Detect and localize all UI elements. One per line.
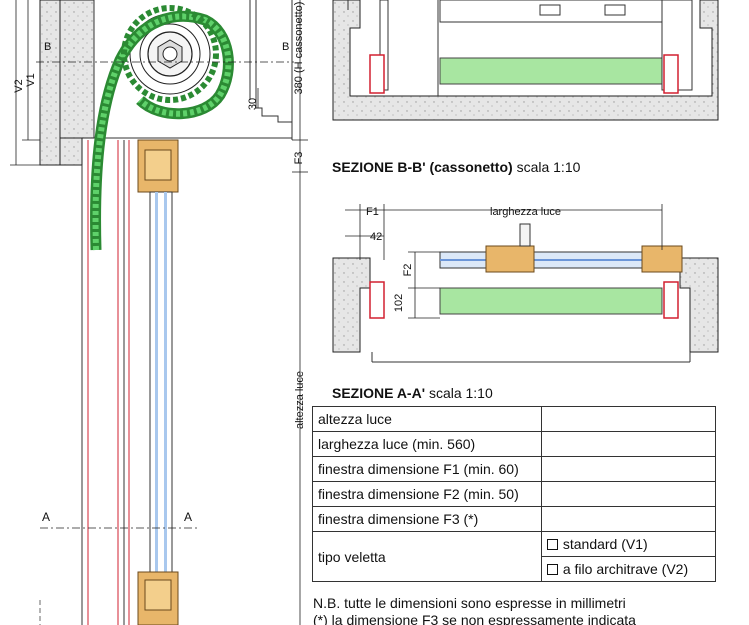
label-larghezza-luce: larghezza luce <box>490 206 561 218</box>
roller-box-outline <box>93 0 293 140</box>
section-bb-title: SEZIONE B-B' (cassonetto) scala 1:10 <box>332 159 580 175</box>
label-f1: F1 <box>366 206 379 218</box>
label-a-left: A <box>42 510 50 524</box>
form-row-f3: finestra dimensione F3 (*) <box>312 506 717 532</box>
section-bb-title-bold: SEZIONE B-B' (cassonetto) <box>332 159 513 175</box>
window-sash-vertical <box>137 139 179 625</box>
label-v1: V1 <box>25 73 37 86</box>
checkbox-icon[interactable] <box>546 539 558 550</box>
checkbox-icon[interactable] <box>546 564 558 575</box>
section-aa-title-bold: SEZIONE A-A' <box>332 385 426 401</box>
form-label-f2: finestra dimensione F2 (min. 50) <box>312 481 542 507</box>
option-veletta-filo-label: a filo architrave (V2) <box>562 561 689 577</box>
form-label-altezza: altezza luce <box>312 406 542 432</box>
option-veletta-filo[interactable]: a filo architrave (V2) <box>540 556 717 582</box>
option-veletta-standard[interactable]: standard (V1) <box>540 531 717 557</box>
note-line-1: N.B. tutte le dimensioni sono espresse i… <box>313 595 626 611</box>
section-aa-drawing <box>332 223 719 363</box>
form-field-f3[interactable] <box>540 506 717 532</box>
form-field-f2[interactable] <box>540 481 717 507</box>
label-altezza-luce: altezza luce <box>294 371 306 429</box>
dimensions-form-table: altezza luce larghezza luce (min. 560) f… <box>312 406 717 582</box>
form-label-f1: finestra dimensione F1 (min. 60) <box>312 456 542 482</box>
section-bb-drawing <box>332 0 719 121</box>
section-aa-scale: scala 1:10 <box>428 385 493 401</box>
form-label-larghezza: larghezza luce (min. 560) <box>312 431 542 457</box>
wall-concrete-left <box>39 0 95 166</box>
section-bb-scale: scala 1:10 <box>516 159 581 175</box>
form-field-larghezza[interactable] <box>540 431 717 457</box>
label-b-left: B <box>44 41 51 53</box>
form-row-f1: finestra dimensione F1 (min. 60) <box>312 456 717 482</box>
section-aa-labels: F1 42 larghezza luce F2 102 <box>366 206 561 312</box>
shutter-guide-lines <box>81 140 130 625</box>
section-aa-dimensions <box>345 204 663 319</box>
form-field-f1[interactable] <box>540 456 717 482</box>
label-dim-30: 30 <box>247 98 259 110</box>
option-veletta-standard-label: standard (V1) <box>562 536 648 552</box>
left-section-labels: V2 V1 B B 380 (H cassonetto) 30 F3 altez… <box>13 2 306 524</box>
form-field-altezza[interactable] <box>540 406 717 432</box>
label-h-cassonetto: 380 (H cassonetto) <box>293 2 305 95</box>
label-a-right: A <box>184 510 192 524</box>
label-dim-42: 42 <box>370 231 382 243</box>
form-row-veletta-1: tipo veletta standard (V1) <box>312 531 717 582</box>
form-row-veletta-2: a filo architrave (V2) <box>313 556 717 582</box>
label-f2: F2 <box>402 264 414 277</box>
label-dim-102: 102 <box>393 294 405 312</box>
form-row-larghezza: larghezza luce (min. 560) <box>312 431 717 457</box>
label-f3: F3 <box>293 152 305 165</box>
label-b-right: B <box>282 41 289 53</box>
label-v2: V2 <box>13 79 25 92</box>
form-label-veletta: tipo veletta <box>312 531 542 582</box>
note-line-2: (*) la dimensione F3 se non espressament… <box>313 612 636 625</box>
form-row-f2: finestra dimensione F2 (min. 50) <box>312 481 717 507</box>
section-aa-title: SEZIONE A-A' scala 1:10 <box>332 385 493 401</box>
form-row-altezza: altezza luce <box>312 406 717 432</box>
form-label-f3: finestra dimensione F3 (*) <box>312 506 542 532</box>
dimension-lines-left <box>10 0 308 625</box>
